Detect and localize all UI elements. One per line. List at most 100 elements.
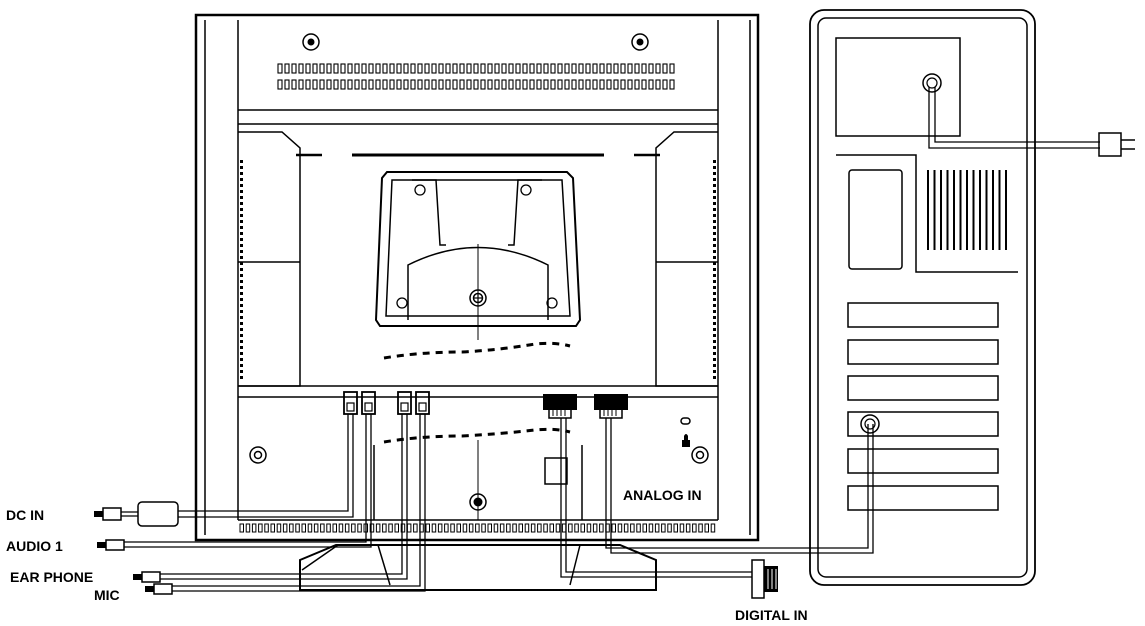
vent-slot	[462, 523, 468, 533]
vent-slot	[613, 79, 619, 90]
vent-slot	[713, 226, 716, 229]
vent-slot	[634, 79, 640, 90]
vent-slot	[466, 63, 472, 74]
vent-slot	[305, 79, 311, 90]
vent-slot	[586, 523, 592, 533]
bottom-vent-grille	[239, 523, 716, 533]
vent-slot	[361, 63, 367, 74]
pc-vent-grille	[927, 170, 1007, 250]
vent-slot	[543, 523, 548, 533]
vent-slot	[240, 268, 243, 271]
vent-slot	[530, 523, 536, 533]
vent-slot	[284, 79, 290, 90]
vent-slot	[291, 79, 297, 90]
vent-slot	[475, 523, 480, 533]
vent-slot	[240, 160, 243, 163]
io-panel-outline	[836, 154, 1018, 273]
vent-slot	[445, 63, 451, 74]
vent-slot	[240, 364, 243, 367]
vent-slot	[555, 523, 561, 533]
vent-slot	[240, 280, 243, 283]
vent-slot	[713, 322, 716, 325]
vent-slot	[713, 346, 716, 349]
vent-slot	[284, 63, 290, 74]
vent-slot	[669, 79, 675, 90]
vent-slot	[282, 523, 288, 533]
vent-slot	[543, 79, 549, 90]
vent-slot	[312, 79, 318, 90]
vent-slot	[240, 328, 243, 331]
vent-slot	[606, 79, 612, 90]
vent-slot	[276, 523, 282, 533]
vent-slot	[251, 523, 257, 533]
vent-slot	[580, 523, 585, 533]
vent-slot	[713, 286, 716, 289]
vent-slot	[425, 523, 430, 533]
vent-slot	[537, 523, 542, 533]
vent-slot	[291, 63, 297, 74]
vent-slot	[661, 523, 666, 533]
vent-slot	[424, 63, 430, 74]
security-lock-slot	[680, 417, 691, 447]
vent-slot	[239, 523, 244, 533]
vent-slot	[307, 523, 313, 533]
vent-slot	[240, 232, 243, 235]
vent-slot	[240, 220, 243, 223]
vent-slot	[437, 523, 443, 533]
vent-slot	[340, 63, 346, 74]
vent-slot	[480, 63, 486, 74]
vent-slot	[578, 63, 584, 74]
vent-slot	[713, 214, 716, 217]
stand-mount-plate	[374, 171, 582, 340]
vent-slot	[431, 523, 437, 533]
vent-slot	[713, 274, 716, 277]
screw-lower-right	[691, 446, 709, 464]
vent-slot	[522, 63, 528, 74]
power-supply	[835, 37, 961, 137]
vent-slot	[585, 79, 591, 90]
vent-slot	[713, 220, 716, 223]
vent-slot	[506, 523, 511, 533]
vent-slot	[655, 79, 661, 90]
vent-slot	[493, 523, 499, 533]
vent-slot	[382, 523, 387, 533]
vent-slot	[713, 196, 716, 199]
vent-slot	[627, 79, 633, 90]
vent-slot	[240, 376, 243, 379]
vent-slot	[599, 63, 605, 74]
vent-slot	[522, 79, 528, 90]
vent-slot	[564, 79, 570, 90]
vent-slot	[289, 523, 294, 533]
vent-slot	[240, 298, 243, 301]
top-vent-grille	[277, 63, 675, 90]
vent-slot	[240, 166, 243, 169]
vent-slot	[499, 523, 505, 533]
vent-slot	[240, 262, 243, 265]
vent-slot	[713, 334, 716, 337]
vent-slot	[445, 79, 451, 90]
vent-slot	[713, 280, 716, 283]
vent-slot	[508, 79, 514, 90]
vent-slot	[713, 250, 716, 253]
vent-slot	[673, 523, 678, 533]
vent-slot	[480, 79, 486, 90]
vent-slot	[417, 63, 423, 74]
port-digital-in	[543, 394, 577, 419]
vent-slot	[332, 523, 337, 533]
vent-slot	[333, 79, 339, 90]
vent-slot	[444, 523, 449, 533]
vent-slot	[623, 523, 629, 533]
vent-slot	[613, 63, 619, 74]
vent-slot	[473, 79, 479, 90]
dvi-connector	[751, 559, 778, 599]
vent-slot	[396, 79, 402, 90]
pc-case-inner	[817, 17, 1028, 578]
vent-slot	[611, 523, 616, 533]
vent-slot	[641, 63, 647, 74]
power-adapter-brick	[137, 501, 179, 527]
expansion-slots	[847, 302, 999, 511]
vent-slot	[713, 178, 716, 181]
vent-slot	[536, 63, 542, 74]
vent-slot	[368, 63, 374, 74]
vent-slot	[592, 79, 598, 90]
